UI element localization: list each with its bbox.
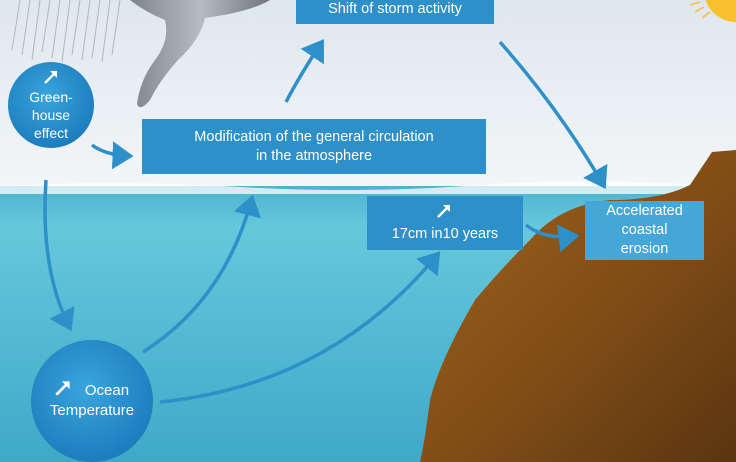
ocean-label-1: Ocean: [84, 382, 130, 399]
storm-activity-label: Shift of storm activity: [328, 0, 462, 17]
greenhouse-label-2: house: [31, 107, 71, 123]
greenhouse-label-3: effect: [34, 125, 68, 141]
flow-arrows: [43, 39, 608, 404]
erosion-label-2: coastal: [621, 222, 668, 238]
sun-icon: [689, 0, 736, 22]
erosion-box: Accelerated coastal erosion: [585, 201, 704, 260]
ocean-temperature-node: Ocean Temperature: [31, 340, 153, 462]
rain-icon: [11, 0, 121, 63]
up-arrow-icon: [44, 71, 57, 84]
up-arrow-icon: [55, 381, 70, 396]
circulation-label-2: in the atmosphere: [255, 147, 373, 164]
sea-level-label: 17cm in10 years: [391, 226, 499, 242]
up-arrow-icon: [437, 205, 450, 218]
sea-level-box: 17cm in10 years: [367, 196, 523, 250]
circulation-label-1: Modification of the general circulation: [194, 128, 434, 145]
tornado-icon: [130, 0, 270, 108]
erosion-label-1: Accelerated: [606, 203, 683, 219]
wave-foam: [0, 181, 736, 194]
storm-activity-box: Shift of storm activity: [296, 0, 494, 24]
greenhouse-effect-node: Green- house effect: [8, 62, 94, 148]
greenhouse-label-1: Green-: [29, 89, 73, 105]
circulation-box: Modification of the general circulation …: [142, 119, 486, 174]
erosion-label-3: erosion: [620, 241, 669, 257]
ocean-label-2: Temperature: [49, 402, 135, 419]
